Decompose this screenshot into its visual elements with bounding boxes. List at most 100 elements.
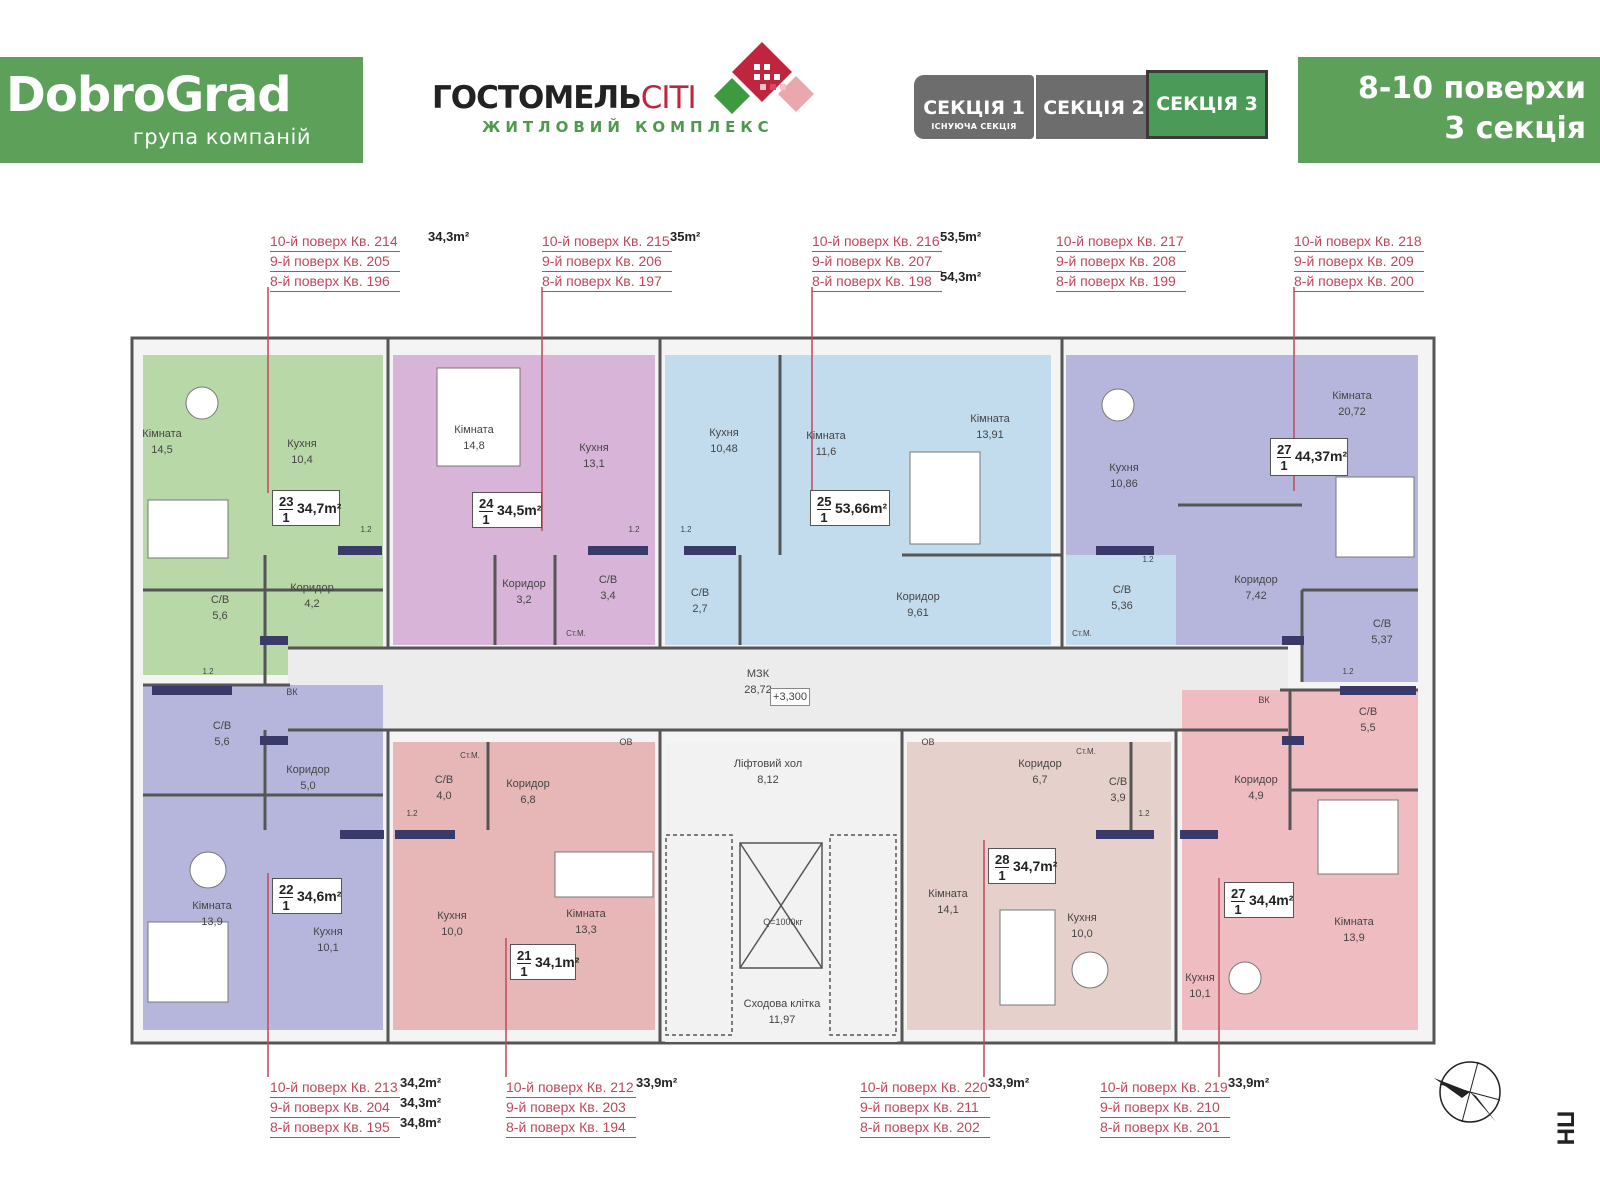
annotation-row: 10-й поверх Кв. 216 [812,233,940,249]
section-switcher: СЕКЦІЯ 1 ІСНУЮЧА СЕКЦІЯ СЕКЦІЯ 2 СЕКЦІЯ … [914,70,1268,140]
annotation-area: 33,9m² [988,1075,1030,1090]
project-logo: ГОСТОМЕЛЬCITI ЖИТЛОВИЙ КОМПЛЕКС [432,80,774,136]
apt-lift-hall [665,742,897,1042]
apartment-area: 34,5m² [497,502,542,518]
annotation-row: 9-й поверх Кв. 203 [506,1099,626,1115]
cable-label: 1.2 [1138,809,1150,818]
riser-label: ВК [286,687,298,697]
annotation-row: 9-й поверх Кв. 210 [1100,1099,1220,1115]
annotation-row: 9-й поверх Кв. 208 [1056,253,1176,269]
apartment-area: 53,66m² [835,500,888,516]
annotation-area: 34,3m² [400,1095,442,1110]
compass-north-label: ПН [1551,1110,1579,1146]
annotation-row: 10-й поверх Кв. 215 [542,233,670,249]
section-2-tab[interactable]: СЕКЦІЯ 2 [1034,75,1152,139]
cable-markers [152,546,1416,839]
annotation-row: 10-й поверх Кв. 214 [270,233,398,249]
annotation-area: 34,2m² [400,1075,442,1090]
section-1-note: ІСНУЮЧА СЕКЦІЯ [931,122,1017,131]
apartment-area: 34,1m² [535,954,580,970]
washer-label: Ст.М. [566,629,586,638]
compass-icon [1434,1061,1501,1123]
annotation-area: 54,3m² [940,269,982,284]
annotation-row: 10-й поверх Кв. 220 [860,1079,988,1095]
annotation-row: 9-й поверх Кв. 206 [542,253,662,269]
annotation-area: 34,3m² [428,229,470,244]
annotation-row: 8-й поверх Кв. 196 [270,273,390,289]
project-name-suffix: CITI [640,80,697,116]
cable-label: 1.2 [1342,667,1354,676]
apartment-area: 34,4m² [1249,892,1294,908]
project-logo-mark-icon [714,42,814,114]
section-3-label: СЕКЦІЯ 3 [1156,93,1258,115]
section-title: 3 секція [1444,111,1586,146]
annotation-row: 8-й поверх Кв. 198 [812,273,932,289]
vent-label: ОВ [921,737,935,747]
section-3-tab[interactable]: СЕКЦІЯ 3 [1146,70,1268,139]
level-mark: +3,300 [770,688,810,706]
brand-name: DobroGrad [6,67,292,123]
annotation-row: 8-й поверх Кв. 195 [270,1119,390,1135]
walls [143,338,1418,1043]
cable-label: 1.2 [680,525,692,534]
annotation-row: 8-й поверх Кв. 200 [1294,273,1414,289]
section-1-tab[interactable]: СЕКЦІЯ 1 ІСНУЮЧА СЕКЦІЯ [914,75,1034,139]
annotation-row: 9-й поверх Кв. 204 [270,1099,390,1115]
section-2-label: СЕКЦІЯ 2 [1043,97,1145,119]
annotation-top-5: 10-й поверх Кв. 218 9-й поверх Кв. 209 8… [1294,232,1424,292]
washer-label: Ст.М. [1076,747,1096,756]
apt-25-fill-b [665,550,1051,645]
annotation-row: 10-й поверх Кв. 218 [1294,233,1422,249]
section-1-label: СЕКЦІЯ 1 [923,97,1025,119]
apt-26-wc-fill [1066,555,1176,645]
annotation-row: 10-й поверх Кв. 213 [270,1079,398,1095]
brand-subtitle: група компаній [132,125,311,149]
annotation-area: 33,9m² [636,1075,678,1090]
annotation-row: 8-й поверх Кв. 194 [506,1119,626,1135]
annotation-row: 8-й поверх Кв. 197 [542,273,662,289]
annotation-row: 10-й поверх Кв. 217 [1056,233,1184,249]
vent-label: ОВ [619,737,633,747]
annotation-area: 53,5m² [940,229,982,244]
brand-logo-block: DobroGrad група компаній [0,57,363,163]
apt-27t-wc-fill [1302,590,1418,682]
cable-label: 1.2 [1142,555,1154,564]
annotation-area: 35m² [670,229,701,244]
cable-label: 1.2 [202,667,214,676]
leader-lines [267,287,1295,1077]
project-name: ГОСТОМЕЛЬCITI [432,80,774,116]
project-tagline: ЖИТЛОВИЙ КОМПЛЕКС [482,118,774,136]
annotation-row: 9-й поверх Кв. 211 [860,1099,979,1115]
